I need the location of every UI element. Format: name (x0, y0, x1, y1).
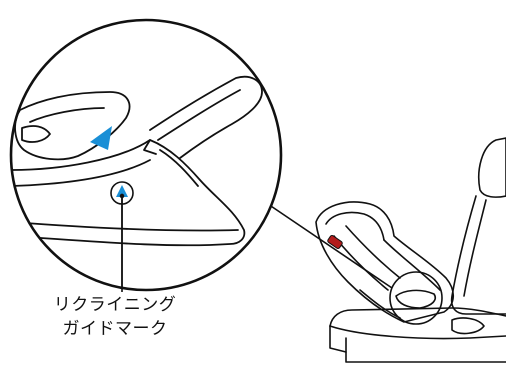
seat-back (452, 196, 506, 314)
magnifier-leader-line (262, 200, 392, 288)
seat-base (346, 338, 506, 362)
vehicle-seat (330, 138, 506, 362)
headrest (479, 138, 506, 197)
magnified-view (0, 0, 300, 300)
recline-guide-mark-label-line1: リクライニング (20, 294, 210, 316)
zoom-source-circle (390, 272, 442, 324)
recline-guide-mark-label-line2: ガイドマーク (20, 318, 210, 340)
child-car-seat (316, 202, 453, 324)
harness-buckle (327, 235, 343, 250)
child-seat-shell (316, 202, 453, 322)
